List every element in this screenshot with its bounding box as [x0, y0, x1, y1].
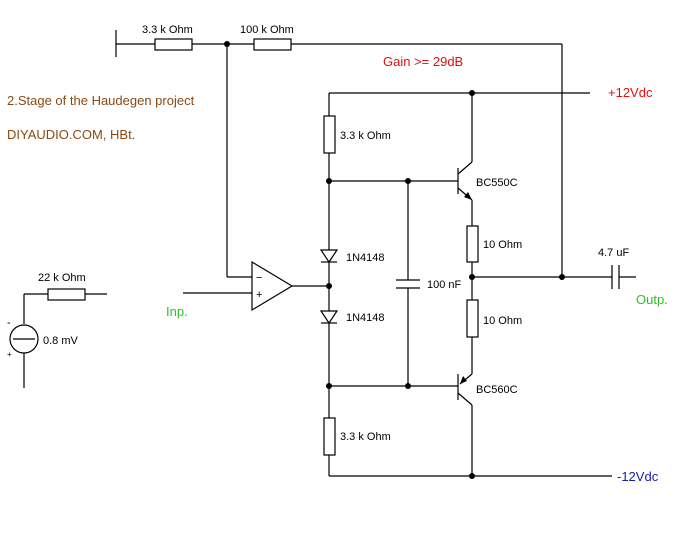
resistor-bias-bottom-label: 3.3 k Ohm: [340, 431, 391, 443]
bias-network: [319, 92, 612, 477]
resistor-source-label: 22 k Ohm: [38, 272, 86, 284]
source-plus-sign: +: [7, 350, 12, 359]
resistor-source: [47, 288, 86, 301]
voltage-source-label: 0.8 mV: [43, 335, 79, 347]
pnp-transistor-label: BC560C: [476, 384, 518, 396]
diode-top-label: 1N4148: [346, 252, 385, 264]
source-minus-sign: -: [7, 317, 11, 329]
opamp-inverting-sign: −: [256, 272, 262, 284]
project-title: 2.Stage of the Haudegen project: [7, 93, 195, 108]
resistor-emitter-top-label: 10 Ohm: [483, 239, 522, 251]
resistor-emitter-top: [466, 225, 479, 263]
signal-source: - +: [7, 288, 107, 388]
output-stage: [457, 90, 636, 479]
resistor-feedback-label: 100 k Ohm: [240, 24, 294, 36]
resistor-feedback-ground-label: 3.3 k Ohm: [142, 24, 193, 36]
npn-transistor-label: BC550C: [476, 177, 518, 189]
opamp: − +: [183, 260, 332, 312]
resistor-feedback: [253, 38, 292, 51]
resistor-bias-top-label: 3.3 k Ohm: [340, 130, 391, 142]
resistor-feedback-ground: [154, 38, 193, 51]
resistor-emitter-bottom-label: 10 Ohm: [483, 315, 522, 327]
positive-rail-label: +12Vdc: [608, 85, 653, 100]
gain-note: Gain >= 29dB: [383, 54, 463, 69]
opamp-triangle: [251, 260, 294, 312]
author-credit: DIYAUDIO.COM, HBt.: [7, 127, 135, 142]
diode-bottom-label: 1N4148: [346, 312, 385, 324]
resistor-bias-bottom: [323, 417, 336, 456]
negative-rail-label: -12Vdc: [617, 469, 659, 484]
junction-dot: [224, 41, 230, 47]
capacitor-bypass-label: 100 nF: [427, 279, 462, 291]
output-label: Outp.: [636, 292, 668, 307]
input-label: Inp.: [166, 304, 188, 319]
diode-top: [319, 249, 339, 264]
resistor-emitter-bottom: [466, 299, 479, 338]
feedback-network: [115, 30, 563, 278]
resistor-bias-top: [323, 115, 336, 154]
capacitor-output-label: 4.7 uF: [598, 247, 629, 259]
opamp-noninverting-sign: +: [256, 289, 262, 301]
diode-bottom: [319, 310, 339, 325]
